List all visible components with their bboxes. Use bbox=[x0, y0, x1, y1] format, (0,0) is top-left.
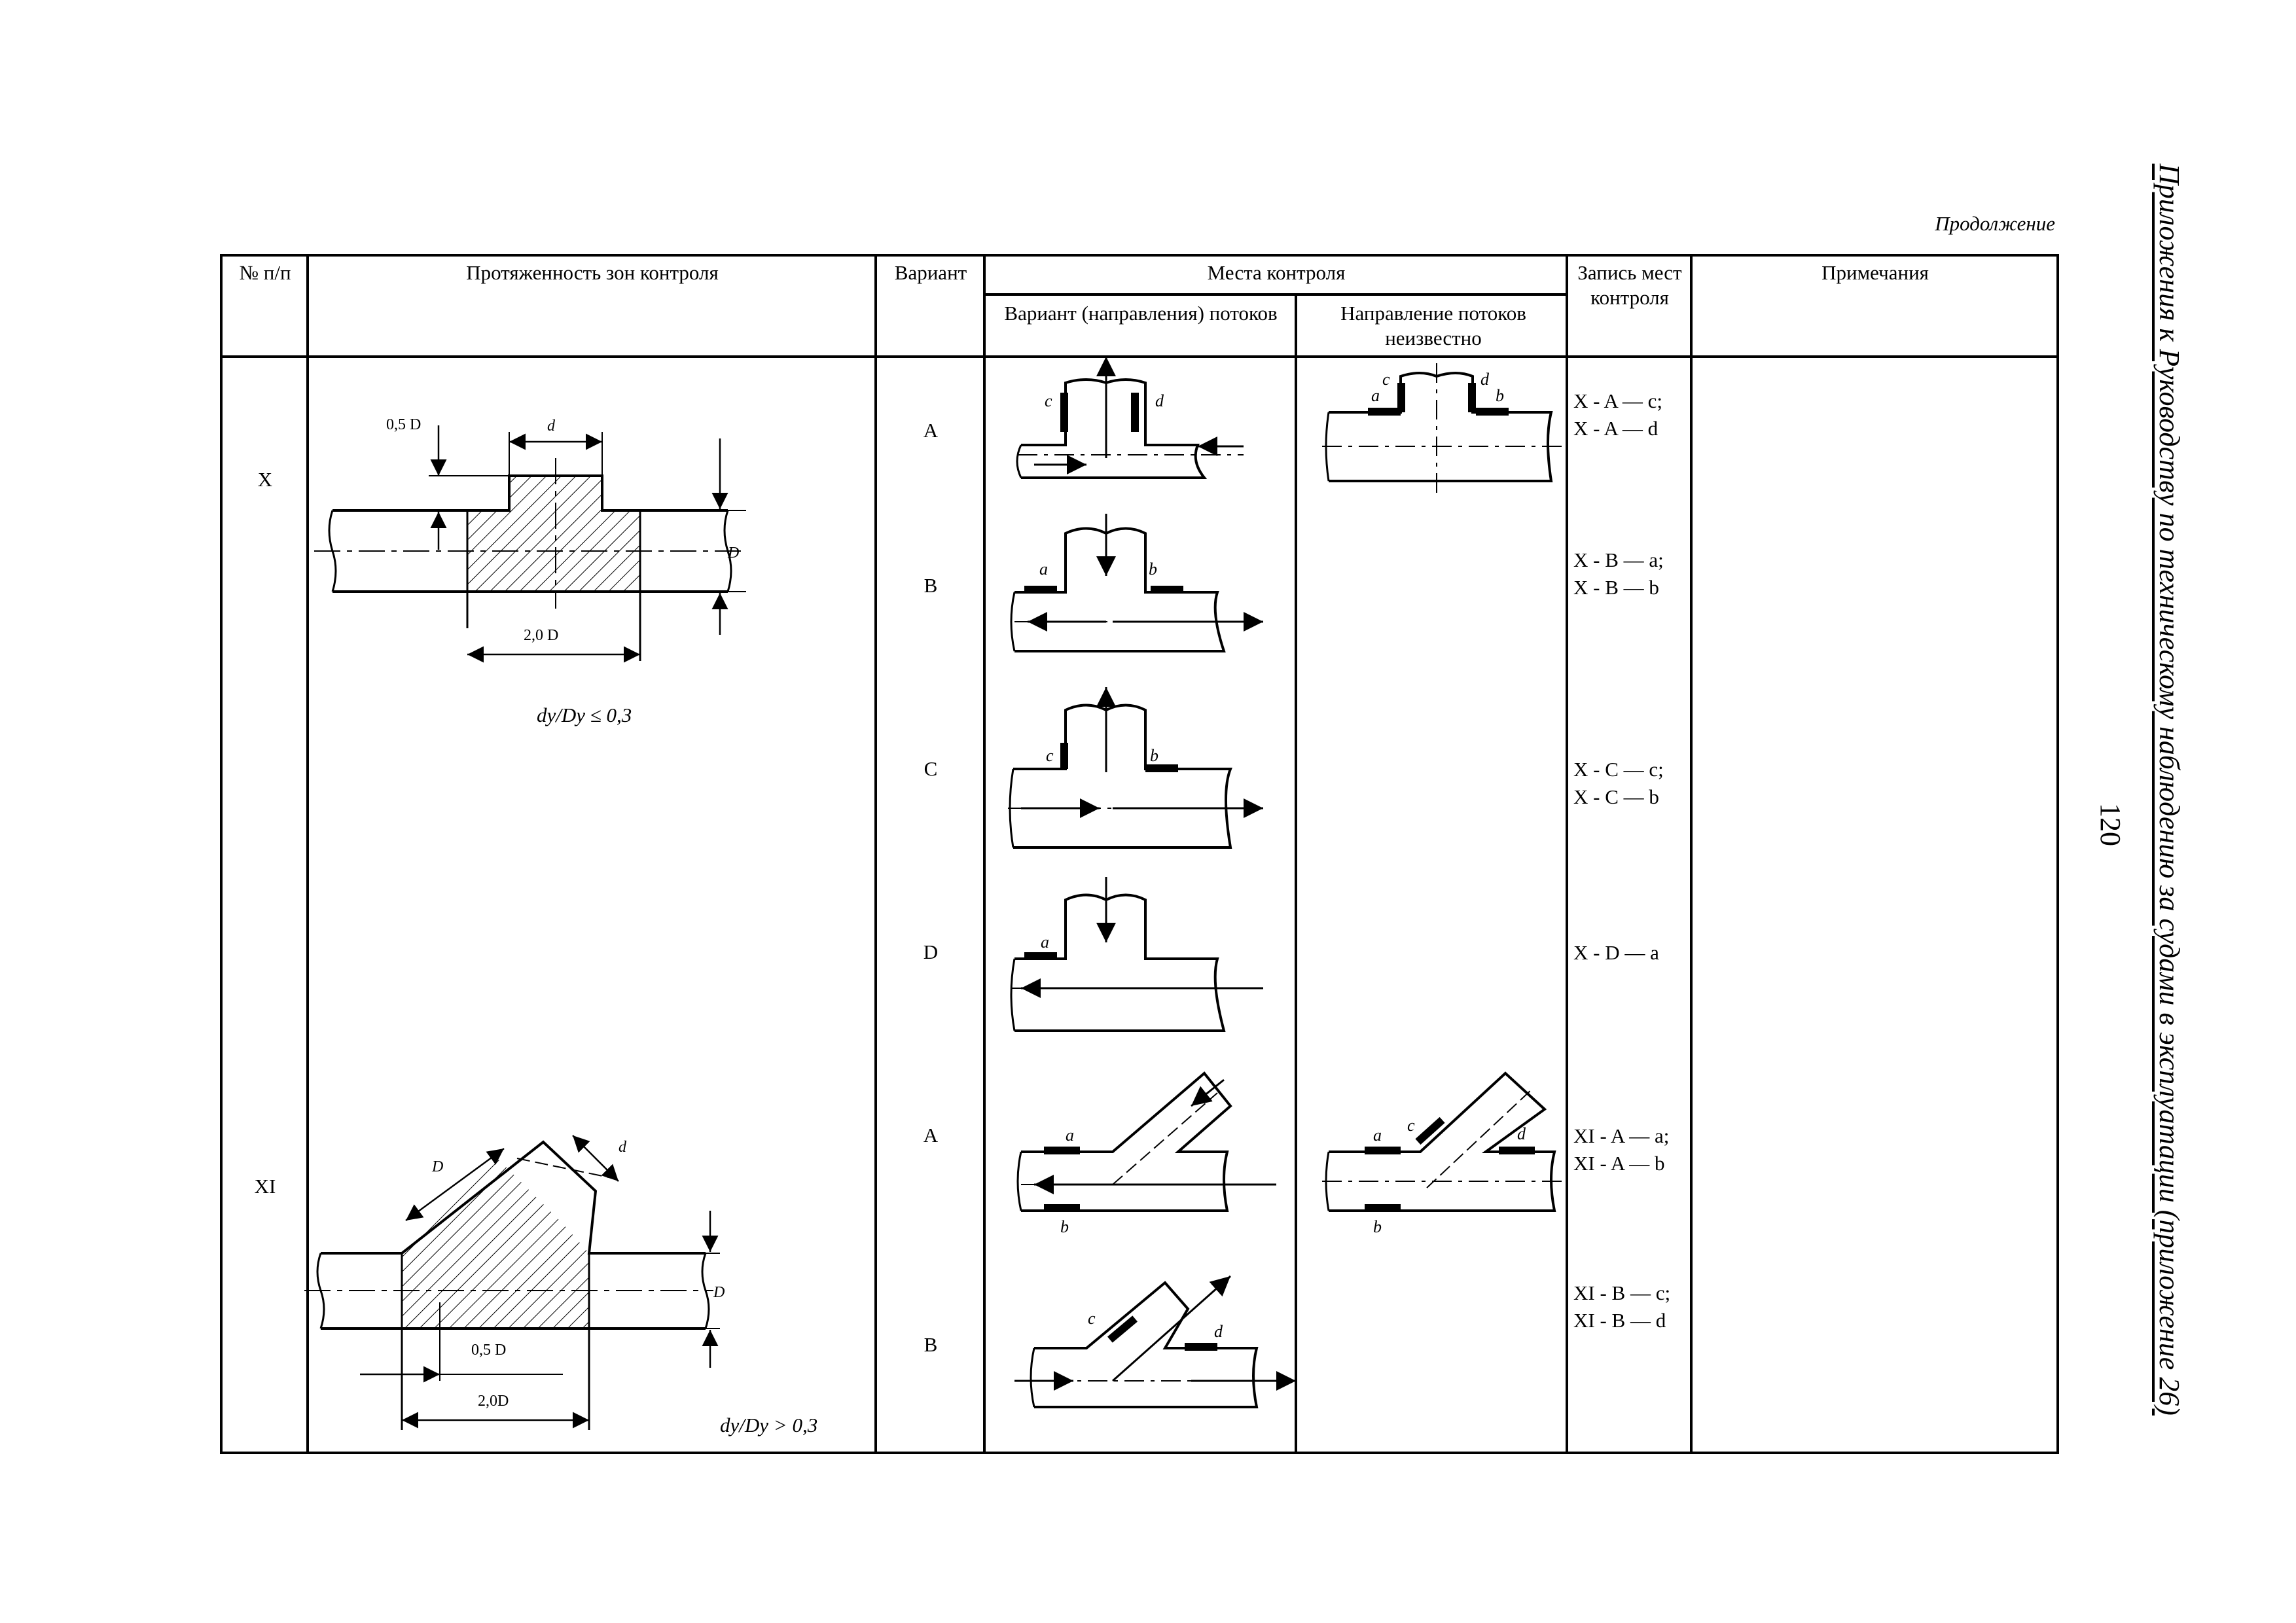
record-entry: X - C — c;X - C — b bbox=[1573, 758, 1664, 808]
dim-label: 0,5 D bbox=[386, 416, 422, 433]
weld-label: b bbox=[1060, 1217, 1069, 1236]
tee-xi-a bbox=[1016, 1071, 1276, 1212]
weld-label: d bbox=[1214, 1322, 1223, 1341]
dim-label: 0,5 D bbox=[471, 1342, 507, 1359]
header-places-known: Вариант (направления) потоков bbox=[1004, 302, 1278, 325]
weld-label: a bbox=[1371, 386, 1380, 405]
dim-label: d bbox=[547, 418, 555, 435]
weld-label: c bbox=[1407, 1116, 1415, 1135]
weld-label: a bbox=[1373, 1126, 1382, 1145]
weld-label: b bbox=[1496, 386, 1504, 405]
row-id-x: X bbox=[257, 468, 273, 491]
dim-label: D bbox=[432, 1158, 444, 1175]
variant-label: A bbox=[923, 419, 939, 442]
tee-x-a bbox=[1016, 357, 1244, 479]
weld-label: d bbox=[1517, 1124, 1526, 1143]
dim-label: 2,0 D bbox=[524, 627, 559, 644]
tee-x-c bbox=[1008, 687, 1263, 849]
record-entry: X - A — c;X - A — d bbox=[1573, 389, 1663, 440]
header-places-unknown: Направление потоков неизвестно bbox=[1340, 302, 1526, 349]
header-num: № п/п bbox=[239, 261, 291, 284]
page-number: 120 bbox=[2094, 803, 2126, 846]
continuation-label: Продолжение bbox=[1935, 212, 2055, 235]
tee-x-b bbox=[1010, 514, 1263, 652]
tee-x-unknown bbox=[1322, 363, 1564, 497]
dim-label: 2,0D bbox=[478, 1393, 509, 1410]
tee-xi-unknown bbox=[1322, 1071, 1564, 1212]
variant-label: C bbox=[924, 757, 938, 780]
weld-label: c bbox=[1045, 391, 1052, 410]
zone-caption: dy/Dy > 0,3 bbox=[720, 1414, 818, 1436]
header-places: Места контроля bbox=[1207, 261, 1346, 284]
weld-label: c bbox=[1382, 370, 1390, 389]
variant-label: B bbox=[924, 574, 938, 597]
dim-label: D bbox=[713, 1284, 725, 1301]
record-entry: X - D — a bbox=[1573, 941, 1659, 964]
weld-label: d bbox=[1480, 370, 1489, 389]
weld-label: b bbox=[1150, 746, 1158, 765]
header-notes: Примечания bbox=[1821, 261, 1929, 284]
dim-label: d bbox=[619, 1139, 626, 1156]
record-entry: XI - B — c;XI - B — d bbox=[1573, 1281, 1671, 1332]
record-entry: XI - A — a;XI - A — b bbox=[1573, 1124, 1670, 1175]
variant-label: A bbox=[923, 1124, 939, 1147]
variant-label: D bbox=[923, 940, 939, 963]
weld-label: b bbox=[1373, 1217, 1382, 1236]
side-title: Приложения к Руководству по техническому… bbox=[2153, 164, 2185, 1416]
zone-figure-x bbox=[314, 425, 746, 663]
tee-x-d bbox=[1010, 877, 1263, 1032]
record-entry: X - B — a;X - B — b bbox=[1573, 548, 1664, 599]
weld-label: c bbox=[1088, 1309, 1096, 1328]
variant-label: B bbox=[924, 1333, 938, 1356]
weld-label: a bbox=[1041, 933, 1049, 952]
weld-label: d bbox=[1155, 391, 1164, 410]
tee-xi-b bbox=[1014, 1275, 1296, 1408]
header-variant: Вариант bbox=[894, 261, 967, 284]
weld-label: c bbox=[1046, 746, 1054, 765]
zone-figure-xi bbox=[304, 1135, 720, 1430]
weld-label: b bbox=[1149, 560, 1157, 579]
weld-label: a bbox=[1066, 1126, 1074, 1145]
header-record: Запись мест контроля bbox=[1577, 261, 1682, 309]
row-id-xi: XI bbox=[254, 1175, 276, 1198]
zone-caption: dy/Dy ≤ 0,3 bbox=[537, 704, 632, 726]
weld-label: a bbox=[1039, 560, 1048, 579]
dim-label: D bbox=[728, 544, 740, 562]
header-zones: Протяженность зон контроля bbox=[466, 261, 719, 284]
